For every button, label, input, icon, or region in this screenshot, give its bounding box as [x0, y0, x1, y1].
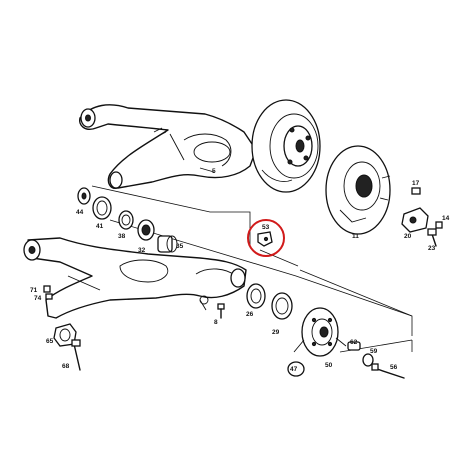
callout-50: 50	[325, 362, 333, 369]
callout-53: 53	[262, 224, 270, 231]
callout-44: 44	[76, 209, 84, 216]
callout-32: 32	[138, 247, 146, 254]
highlight-circle	[247, 219, 285, 257]
caliper-bracket-parts	[401, 187, 443, 247]
callout-35: 35	[176, 243, 184, 250]
callout-26: 26	[246, 311, 254, 318]
callout-5: 5	[212, 168, 216, 175]
wheel-hub	[293, 307, 347, 357]
upper-trailing-arm	[79, 104, 257, 189]
bushing-row	[77, 187, 178, 253]
brake-disc-assembly	[251, 99, 321, 193]
callout-17: 17	[412, 180, 420, 187]
callout-38: 38	[118, 233, 126, 240]
callout-11: 11	[352, 233, 359, 240]
lower-mount-parts	[43, 285, 81, 371]
callout-14: 14	[442, 215, 450, 222]
callout-41: 41	[96, 223, 104, 230]
callout-59: 59	[370, 348, 378, 355]
callout-71: 71	[30, 287, 38, 294]
callout-65: 65	[46, 338, 54, 345]
hub-fastener-parts	[347, 341, 405, 379]
callout-29: 29	[272, 329, 280, 336]
callout-47: 47	[290, 366, 298, 373]
callout-56: 56	[390, 364, 398, 371]
callout-23: 23	[428, 245, 436, 252]
callout-62: 62	[350, 339, 358, 346]
bearing-stack	[246, 231, 293, 320]
lower-carrier-arm	[23, 237, 247, 319]
callout-68: 68	[62, 363, 70, 370]
callout-20: 20	[404, 233, 412, 240]
brake-backing-plate	[325, 145, 391, 235]
bolt-8	[217, 303, 225, 319]
callout-74: 74	[34, 295, 42, 302]
callout-8: 8	[214, 319, 218, 326]
callout-labels: 5 11 17 14 20 23 44 41 38 32 35 53 71 74…	[30, 168, 450, 377]
